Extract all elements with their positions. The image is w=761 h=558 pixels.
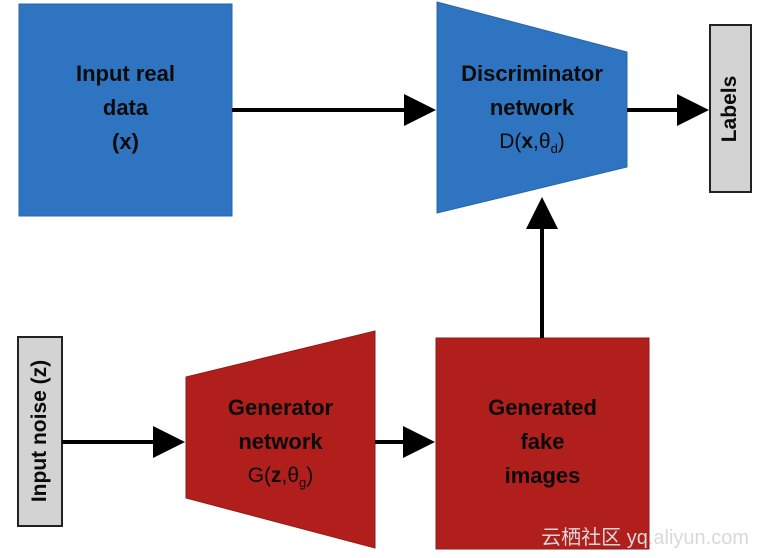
real-data-line3: (x) xyxy=(112,129,139,154)
generator-shape xyxy=(185,330,376,549)
generator-line1: Generator xyxy=(227,395,334,420)
generator-formula: G(z,θg) xyxy=(247,464,314,491)
generated-label: Generated fake images xyxy=(436,391,649,493)
generated-box xyxy=(435,337,650,550)
noise-box xyxy=(17,336,63,527)
discriminator-label: Discriminator network D(x,θd) xyxy=(437,57,627,166)
watermark: 云栖社区 yq.aliyun.com xyxy=(541,527,749,549)
generated-line3: images xyxy=(504,463,581,488)
real-data-line1: Input real xyxy=(75,61,175,86)
generator-label: Generator network G(z,θg) xyxy=(186,391,375,500)
real-data-line2: data xyxy=(102,95,149,120)
real-data-box xyxy=(18,3,233,217)
labels-box xyxy=(709,24,752,193)
generated-line2: fake xyxy=(520,429,565,454)
labels-text: Labels xyxy=(718,75,741,143)
discriminator-line2: network xyxy=(489,95,575,120)
generated-line1: Generated xyxy=(488,395,597,420)
noise-text: Input noise (z) xyxy=(28,359,51,503)
discriminator-shape xyxy=(436,1,628,214)
real-data-label: Input real data (x) xyxy=(19,57,232,159)
discriminator-formula: D(x,θd) xyxy=(499,130,565,157)
generator-line2: network xyxy=(238,429,323,454)
discriminator-line1: Discriminator xyxy=(461,61,603,86)
